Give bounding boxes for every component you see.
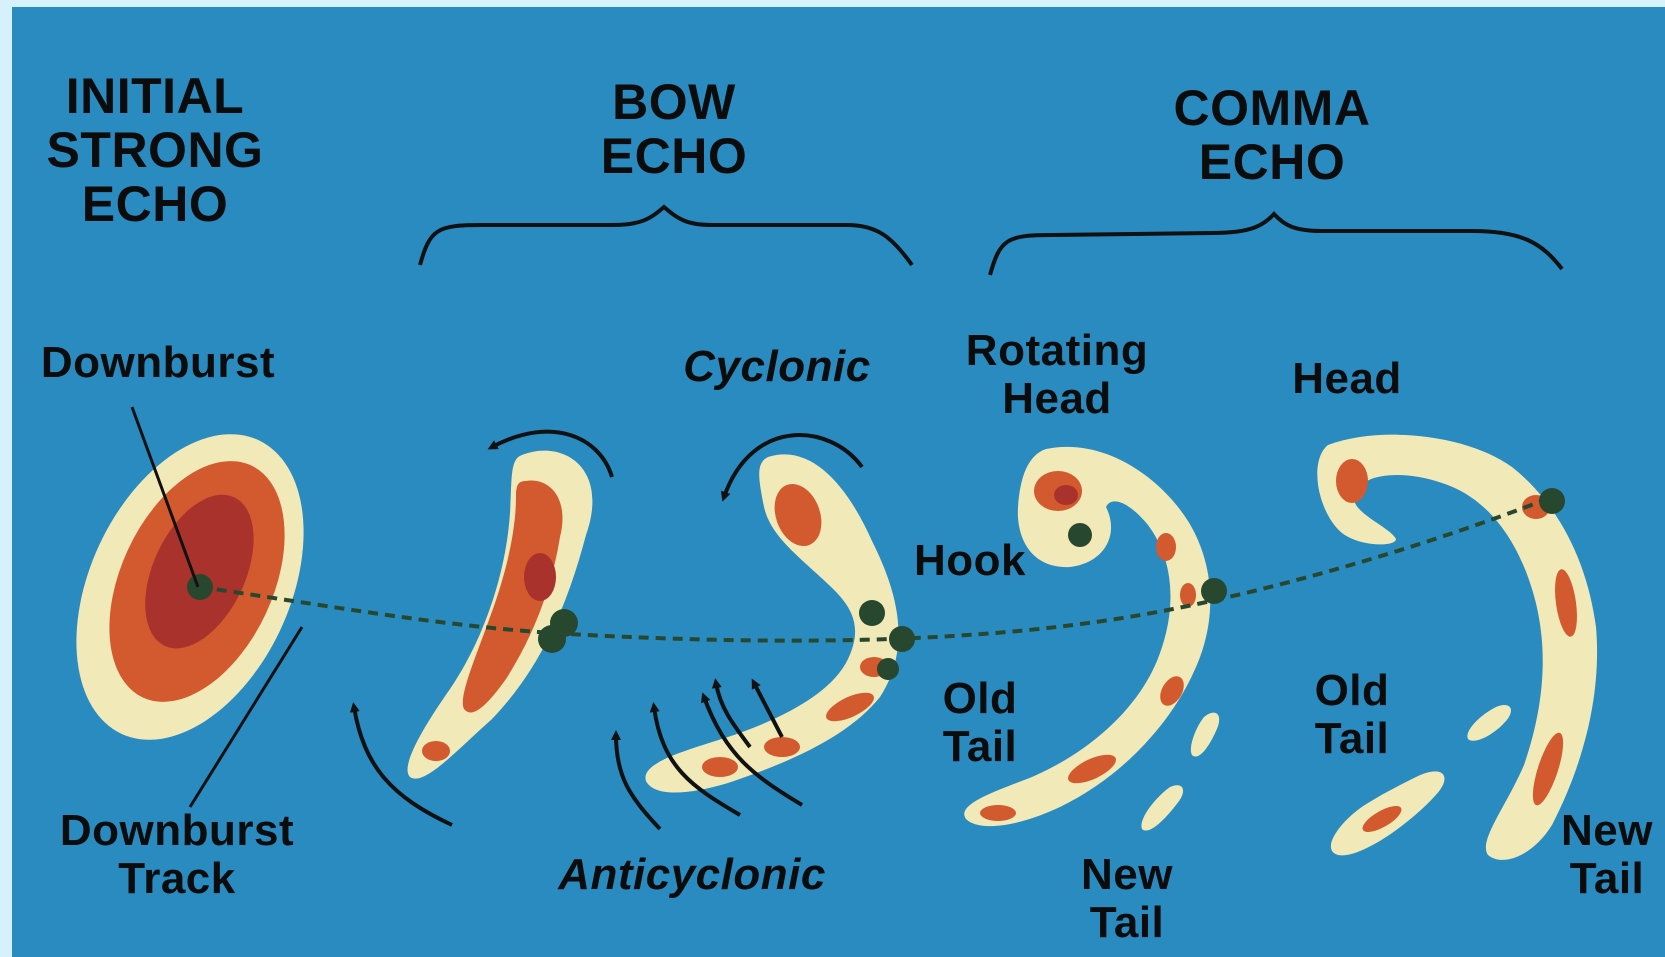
label-hook: Hook [900, 537, 1040, 585]
label-new-tail-comma: New Tail [1552, 807, 1662, 902]
stage-title-initial-strong-echo: INITIAL STRONG ECHO [30, 69, 280, 231]
label-new-tail-comma-head: New Tail [1062, 851, 1192, 946]
label-downburst-track: Downburst Track [32, 807, 322, 902]
label-anticyclonic: Anticyclonic [532, 851, 852, 899]
label-old-tail-comma: Old Tail [1292, 667, 1412, 762]
label-rotating-head: Rotating Head [942, 327, 1172, 422]
label-head: Head [1272, 355, 1422, 403]
mature-bow-echo [645, 454, 898, 792]
label-old-tail-bow: Old Tail [920, 675, 1040, 770]
diagram-canvas: INITIAL STRONG ECHO BOW ECHO COMMA ECHO … [12, 7, 1665, 957]
label-cyclonic: Cyclonic [662, 343, 892, 391]
label-downburst: Downburst [18, 339, 298, 387]
bow-echo-brace [420, 207, 912, 265]
comma-echo-brace [990, 214, 1562, 275]
stage-title-comma-echo: COMMA ECHO [1142, 81, 1402, 189]
comma-echo-rotating-head [964, 447, 1219, 831]
stage-title-bow-echo: BOW ECHO [574, 75, 774, 183]
